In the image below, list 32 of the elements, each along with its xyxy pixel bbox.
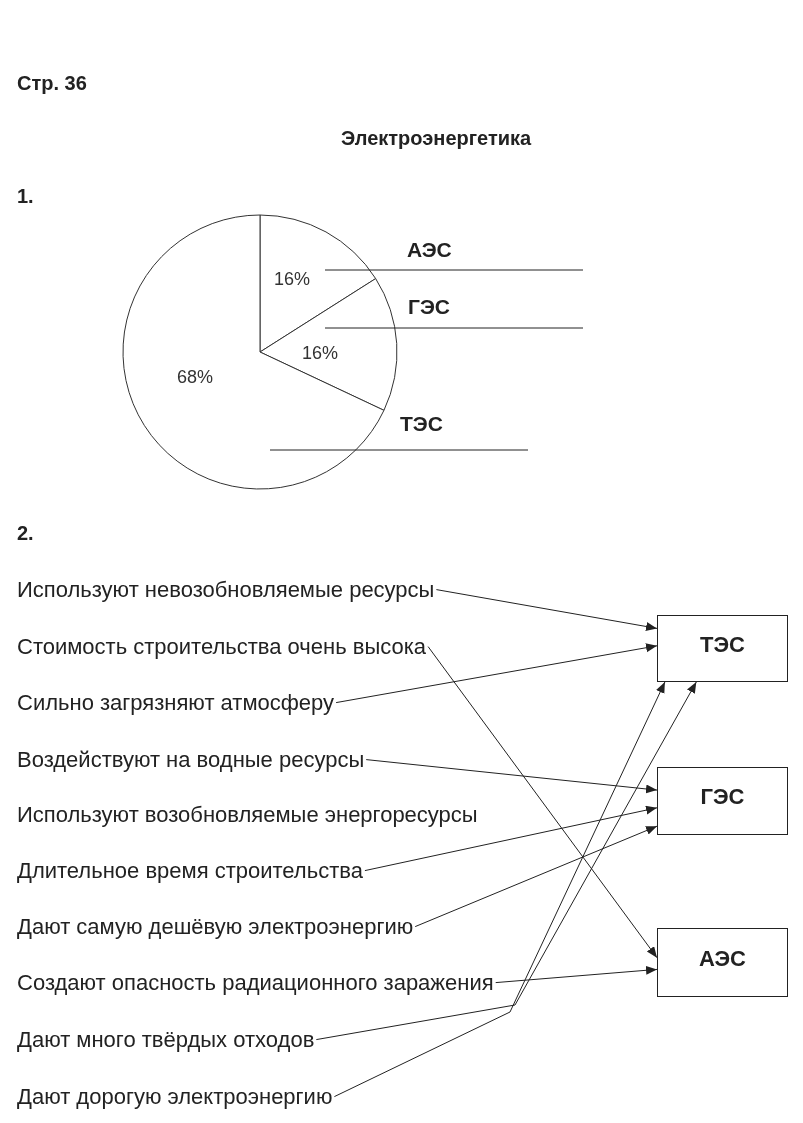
statement-text: Создают опасность радиационного заражения (17, 970, 494, 996)
category-label: АЭС (407, 238, 452, 263)
arrow (364, 805, 658, 872)
arrow (427, 646, 658, 959)
answer-box: АЭС (657, 928, 788, 997)
statement-text: Стоимость строительства очень высока (17, 634, 427, 660)
statement-text: Дают дорогую электроэнергию (17, 1084, 333, 1110)
page-number: Стр. 36 (17, 72, 87, 95)
statement-text: Дают самую дешёвую электроэнергию (17, 914, 414, 940)
value-label: 16% (274, 269, 311, 290)
arrow (335, 643, 658, 704)
statement-text: Используют возобновляемые энергоресурсы (17, 802, 478, 828)
task-number: 2. (17, 522, 34, 545)
statement-text: Используют невозобновляемые ресурсы (17, 577, 435, 603)
statement-text: Воздействуют на водные ресурсы (17, 747, 365, 773)
statement-text: Дают много твёрдых отходов (17, 1027, 315, 1053)
value-label: 68% (177, 367, 214, 388)
answer-box: ТЭС (657, 615, 788, 682)
statement-text: Длительное время строительства (17, 858, 363, 884)
category-label: ТЭС (400, 412, 443, 437)
answer-box: ГЭС (657, 767, 788, 835)
task-number: 1. (17, 185, 34, 208)
arrow (414, 825, 658, 928)
value-label: 16% (302, 343, 339, 364)
statement-text: Сильно загрязняют атмосферу (17, 690, 335, 716)
arrow (365, 759, 658, 794)
arrow (333, 681, 666, 1098)
arrow (315, 681, 697, 1041)
arrow (495, 965, 658, 984)
page-title: Электроэнергетика (341, 127, 532, 150)
category-label: ГЭС (408, 295, 450, 320)
arrow (435, 589, 658, 631)
